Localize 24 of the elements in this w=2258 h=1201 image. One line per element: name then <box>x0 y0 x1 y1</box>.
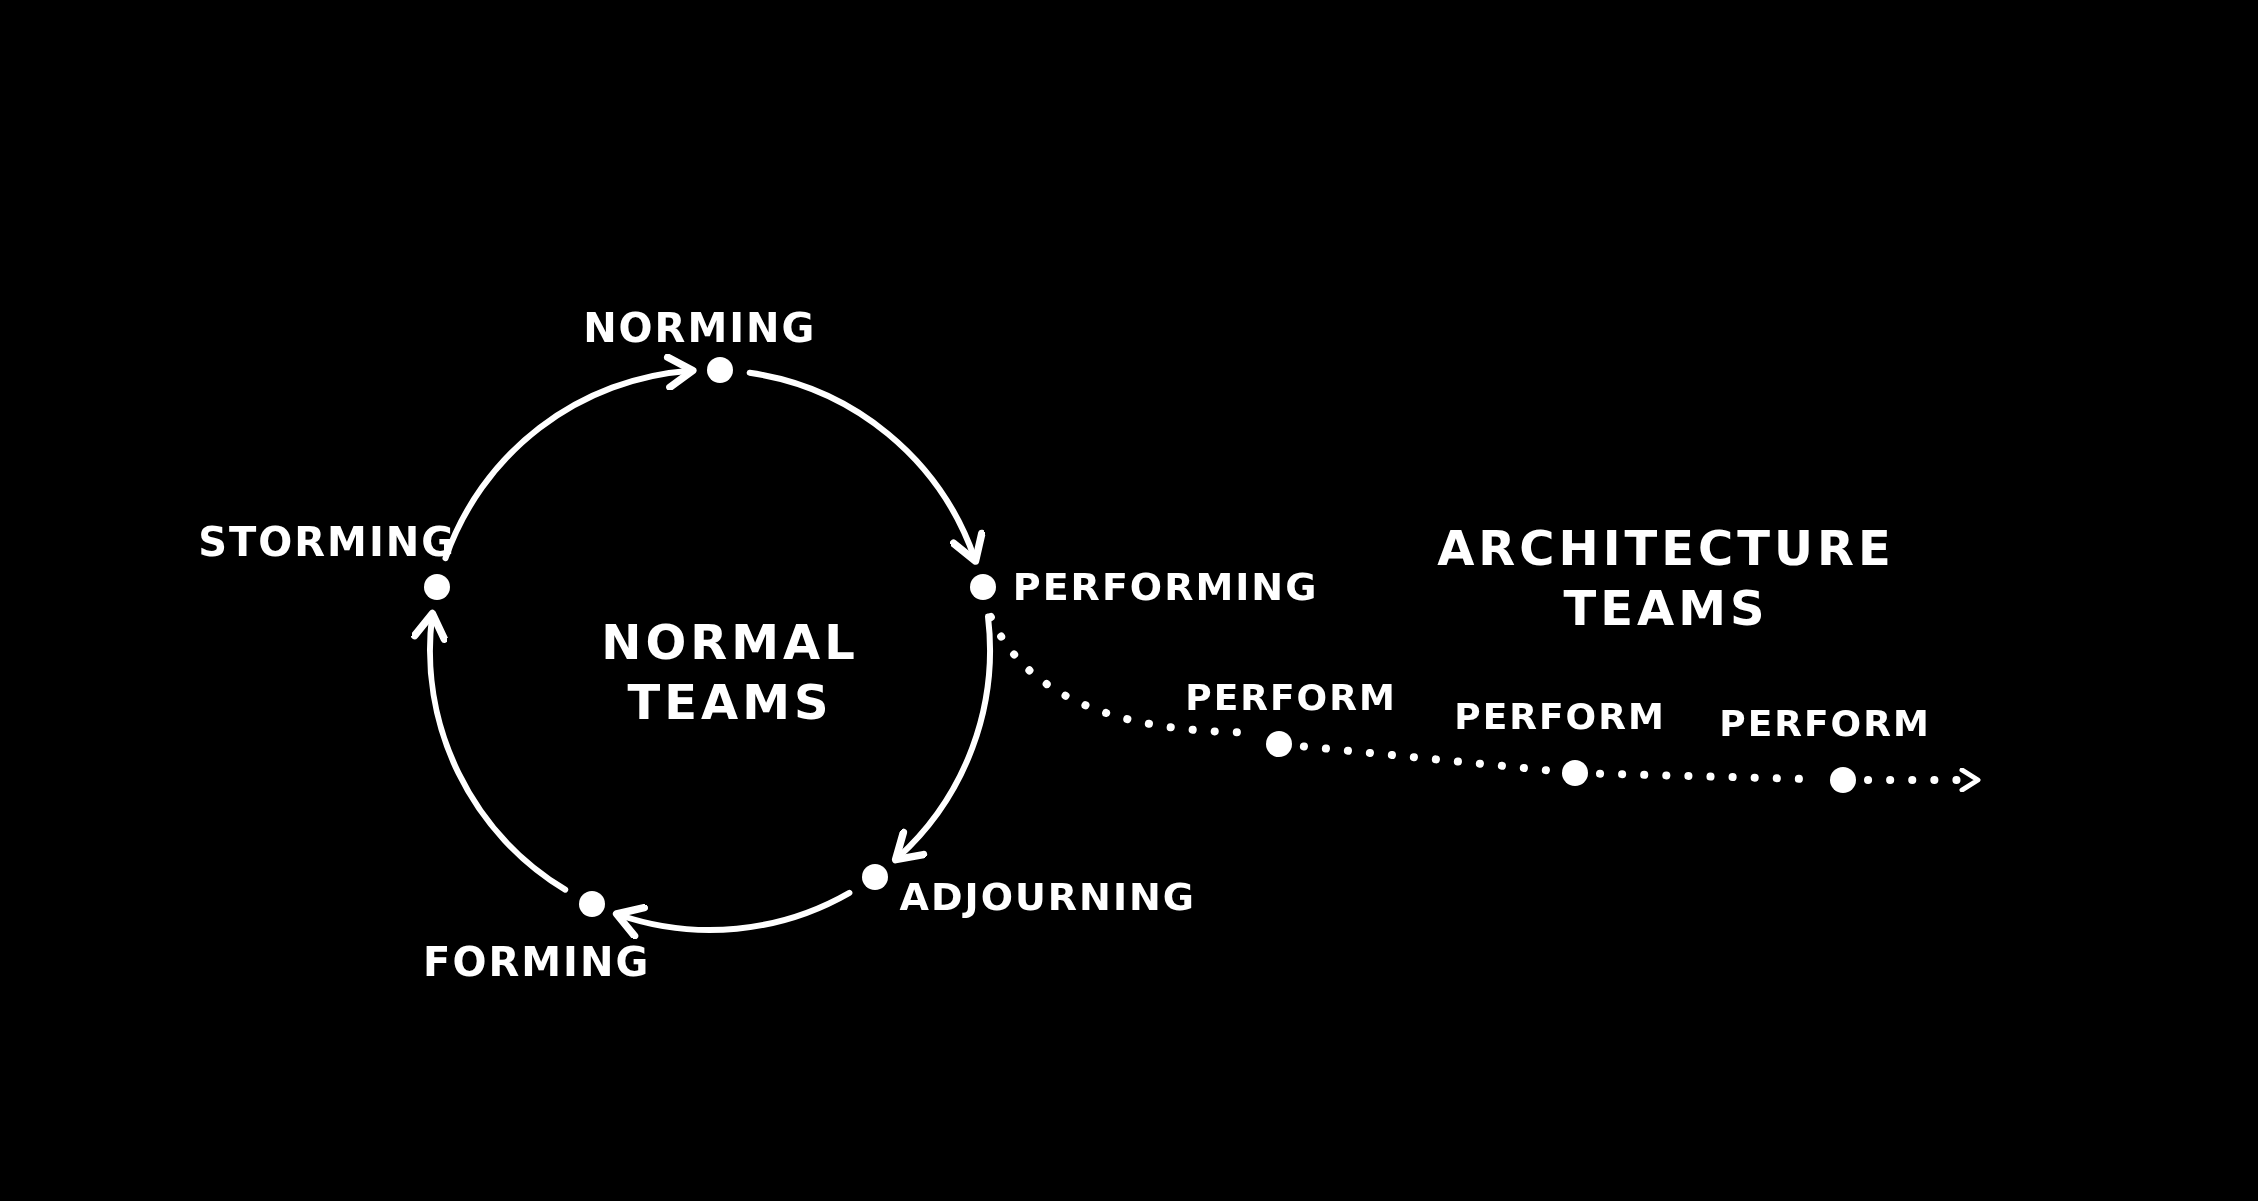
curved-arrow <box>412 609 569 893</box>
stage-label: NORMING <box>583 308 817 349</box>
dotted-arrow <box>1864 767 1981 793</box>
curved-arrow <box>892 613 993 864</box>
stage-dot <box>578 890 605 917</box>
curved-arrow <box>442 355 697 562</box>
group-heading: ARCHITECTURE TEAMS <box>1436 519 1896 638</box>
stage-dot <box>424 574 451 600</box>
stage-dot <box>1562 760 1588 786</box>
stage-dot <box>861 863 888 890</box>
stage-label: STORMING <box>198 522 457 562</box>
stage-label: FORMING <box>423 941 651 982</box>
stage-dot <box>1830 767 1856 793</box>
stage-dot <box>706 357 733 384</box>
stage-dot <box>969 574 996 600</box>
stage-label: PERFORM <box>1454 699 1666 735</box>
curved-arrow <box>746 369 985 565</box>
stage-dot <box>1266 731 1292 757</box>
stage-label: PERFORMING <box>1012 568 1319 606</box>
group-heading: NORMAL TEAMS <box>600 613 860 732</box>
stage-label: ADJOURNING <box>899 877 1197 916</box>
curved-arrow <box>612 889 853 939</box>
stage-label: PERFORM <box>1719 706 1931 742</box>
stage-label: PERFORM <box>1185 680 1397 716</box>
